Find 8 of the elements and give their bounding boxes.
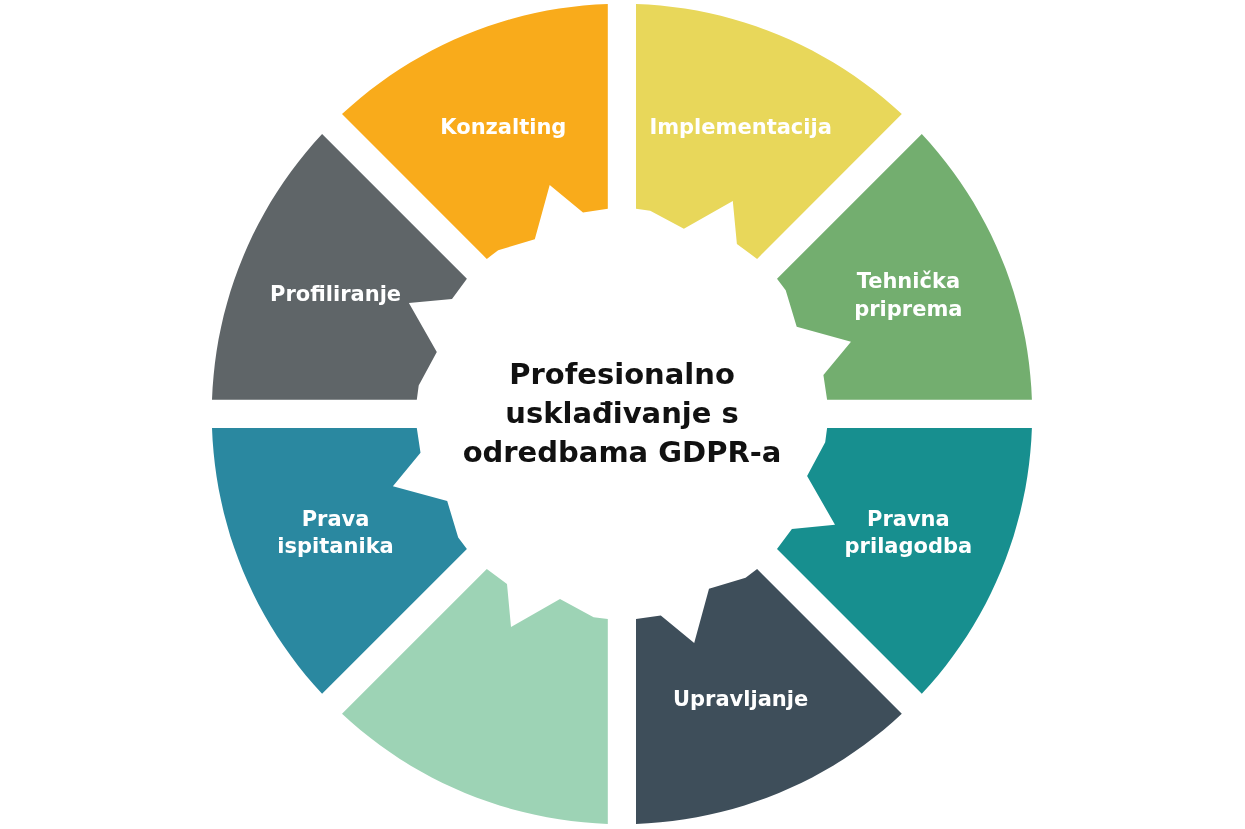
segment-label: Pravna prilagodba <box>843 505 974 560</box>
segment-label: Implementacija <box>648 113 833 141</box>
segment-label: Upravljanje <box>672 686 810 714</box>
center-title: Profesionalno usklađivanje s odredbama GDPR-a <box>461 356 783 472</box>
segment-label: Profiliranje <box>269 281 403 309</box>
segment-label: Tehnička priprema <box>853 268 964 323</box>
segment-label: Konzalting <box>439 113 568 141</box>
segment-label: Prava ispitanika <box>276 505 395 560</box>
